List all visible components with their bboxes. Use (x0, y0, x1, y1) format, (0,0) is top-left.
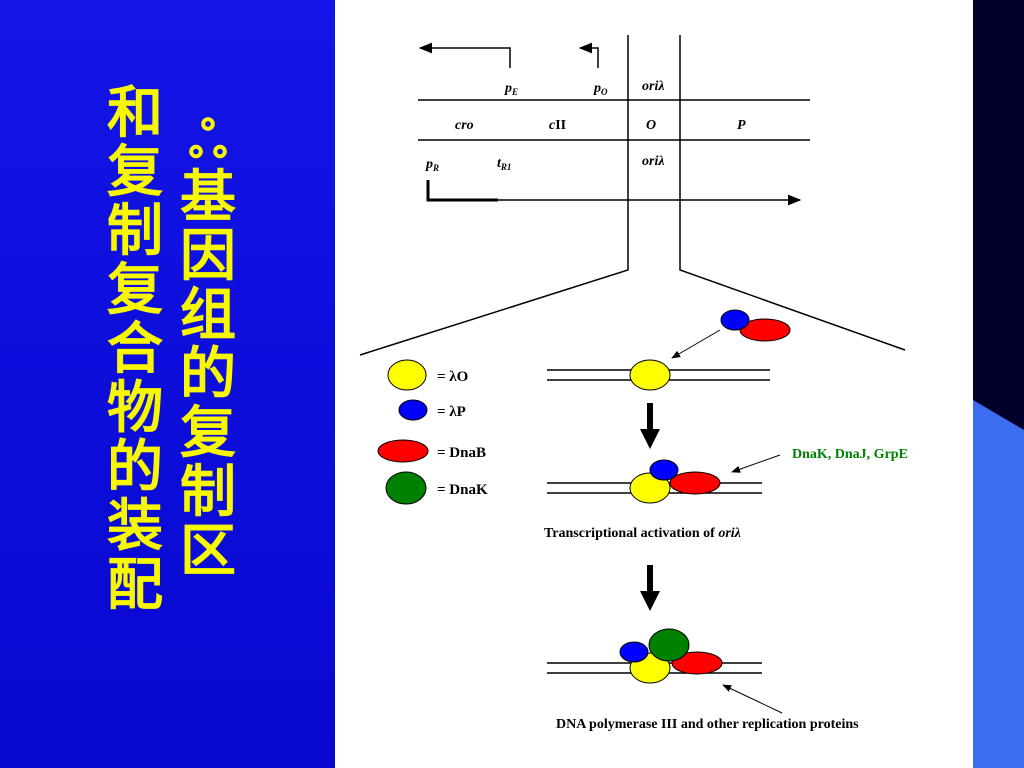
chaperones-label: DnaK, DnaJ, GrpE (792, 447, 908, 462)
pR-start-mark (426, 180, 498, 202)
legend-swatch-dnaK (385, 471, 427, 505)
zoom-line-right (679, 35, 906, 351)
gene-O: O (646, 118, 656, 133)
zoom-line-left (359, 35, 629, 356)
down-arrow-2 (640, 565, 660, 611)
polymerase-arrow (722, 684, 783, 714)
lambda-P-free (720, 309, 750, 331)
corner-decoration (973, 400, 1024, 768)
dash-icon: ஃ (188, 111, 228, 169)
legend-label-dnaK: = DnaK (437, 482, 488, 498)
pE-arrow (418, 42, 511, 68)
ori-label-bottom: oriλ (642, 154, 665, 169)
legend-label-lambda-O: = λO (437, 369, 468, 385)
pR-label: pR (425, 157, 439, 173)
gene-P: P (737, 118, 746, 133)
legend: = λO = λP = DnaB = DnaK (377, 359, 488, 505)
chaperone-arrow (731, 454, 781, 473)
stage-1 (547, 309, 791, 391)
polymerase-caption: DNA polymerase III and other replication… (556, 717, 859, 732)
dnaB-free (739, 318, 791, 342)
legend-swatch-lambda-O (387, 359, 427, 391)
slide-title-line1: ஃ 基因组的复制区 (178, 112, 238, 581)
tR1-label: tR1 (497, 156, 511, 172)
down-arrow-1 (640, 403, 660, 449)
pO-arrow (578, 42, 599, 68)
gene-cII: cII (549, 118, 566, 133)
stage-3: DNA polymerase III and other replication… (547, 628, 859, 732)
lambda-O-bound (629, 359, 671, 391)
legend-label-lambda-P: = λP (437, 404, 466, 420)
left-panel (0, 0, 335, 768)
legend-label-dnaB: = DnaB (437, 445, 486, 461)
binding-arrow (671, 329, 721, 359)
pO-label: pO (593, 81, 608, 97)
activation-caption: Transcriptional activation of oriλ (544, 526, 741, 541)
legend-swatch-dnaB (377, 439, 429, 463)
gene-cro: cro (455, 118, 474, 133)
stage-2: DnaK, DnaJ, GrpE Transcriptional activat… (544, 447, 908, 541)
ori-label-top: oriλ (642, 79, 665, 94)
title-line1-text: 基因组的复制区 (180, 165, 236, 584)
pE-label: pE (504, 81, 518, 97)
legend-swatch-lambda-P (398, 399, 428, 421)
slide-title-line2: 和复制复合物的装配 (107, 81, 163, 618)
